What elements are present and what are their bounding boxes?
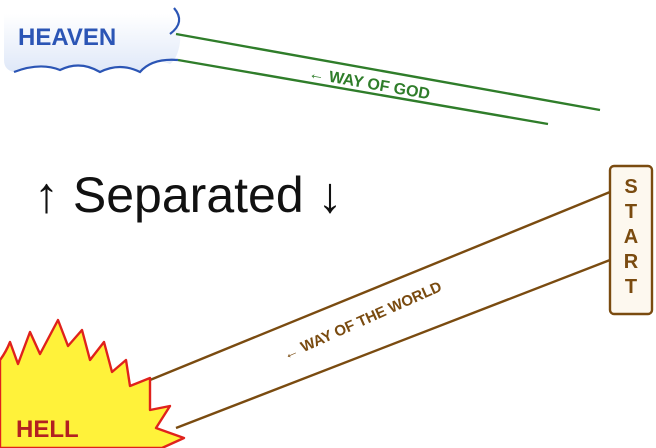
heaven-cloud: HEAVEN [4,8,180,72]
start-letter: T [625,201,637,223]
start-letter: S [624,176,637,198]
god-road-bottom-edge [178,60,548,124]
hell-flames: HELL [0,320,184,448]
hell-label: HELL [16,416,79,443]
god-road-top-edge [176,34,600,110]
way-of-god-label: ← WAY OF GOD [307,65,431,103]
separated-heading: ↑ Separated ↓ [34,170,343,220]
way-of-god-road: ← WAY OF GOD [176,34,600,124]
way-of-world-road: ← WAY OF THE WORLD [150,192,610,428]
start-letter: A [624,226,638,248]
start-letter: R [624,251,639,273]
heaven-label: HEAVEN [18,24,116,51]
start-letter: T [625,276,637,298]
start-sign: S T A R T [610,166,652,314]
way-of-world-label: ← WAY OF THE WORLD [281,278,445,363]
